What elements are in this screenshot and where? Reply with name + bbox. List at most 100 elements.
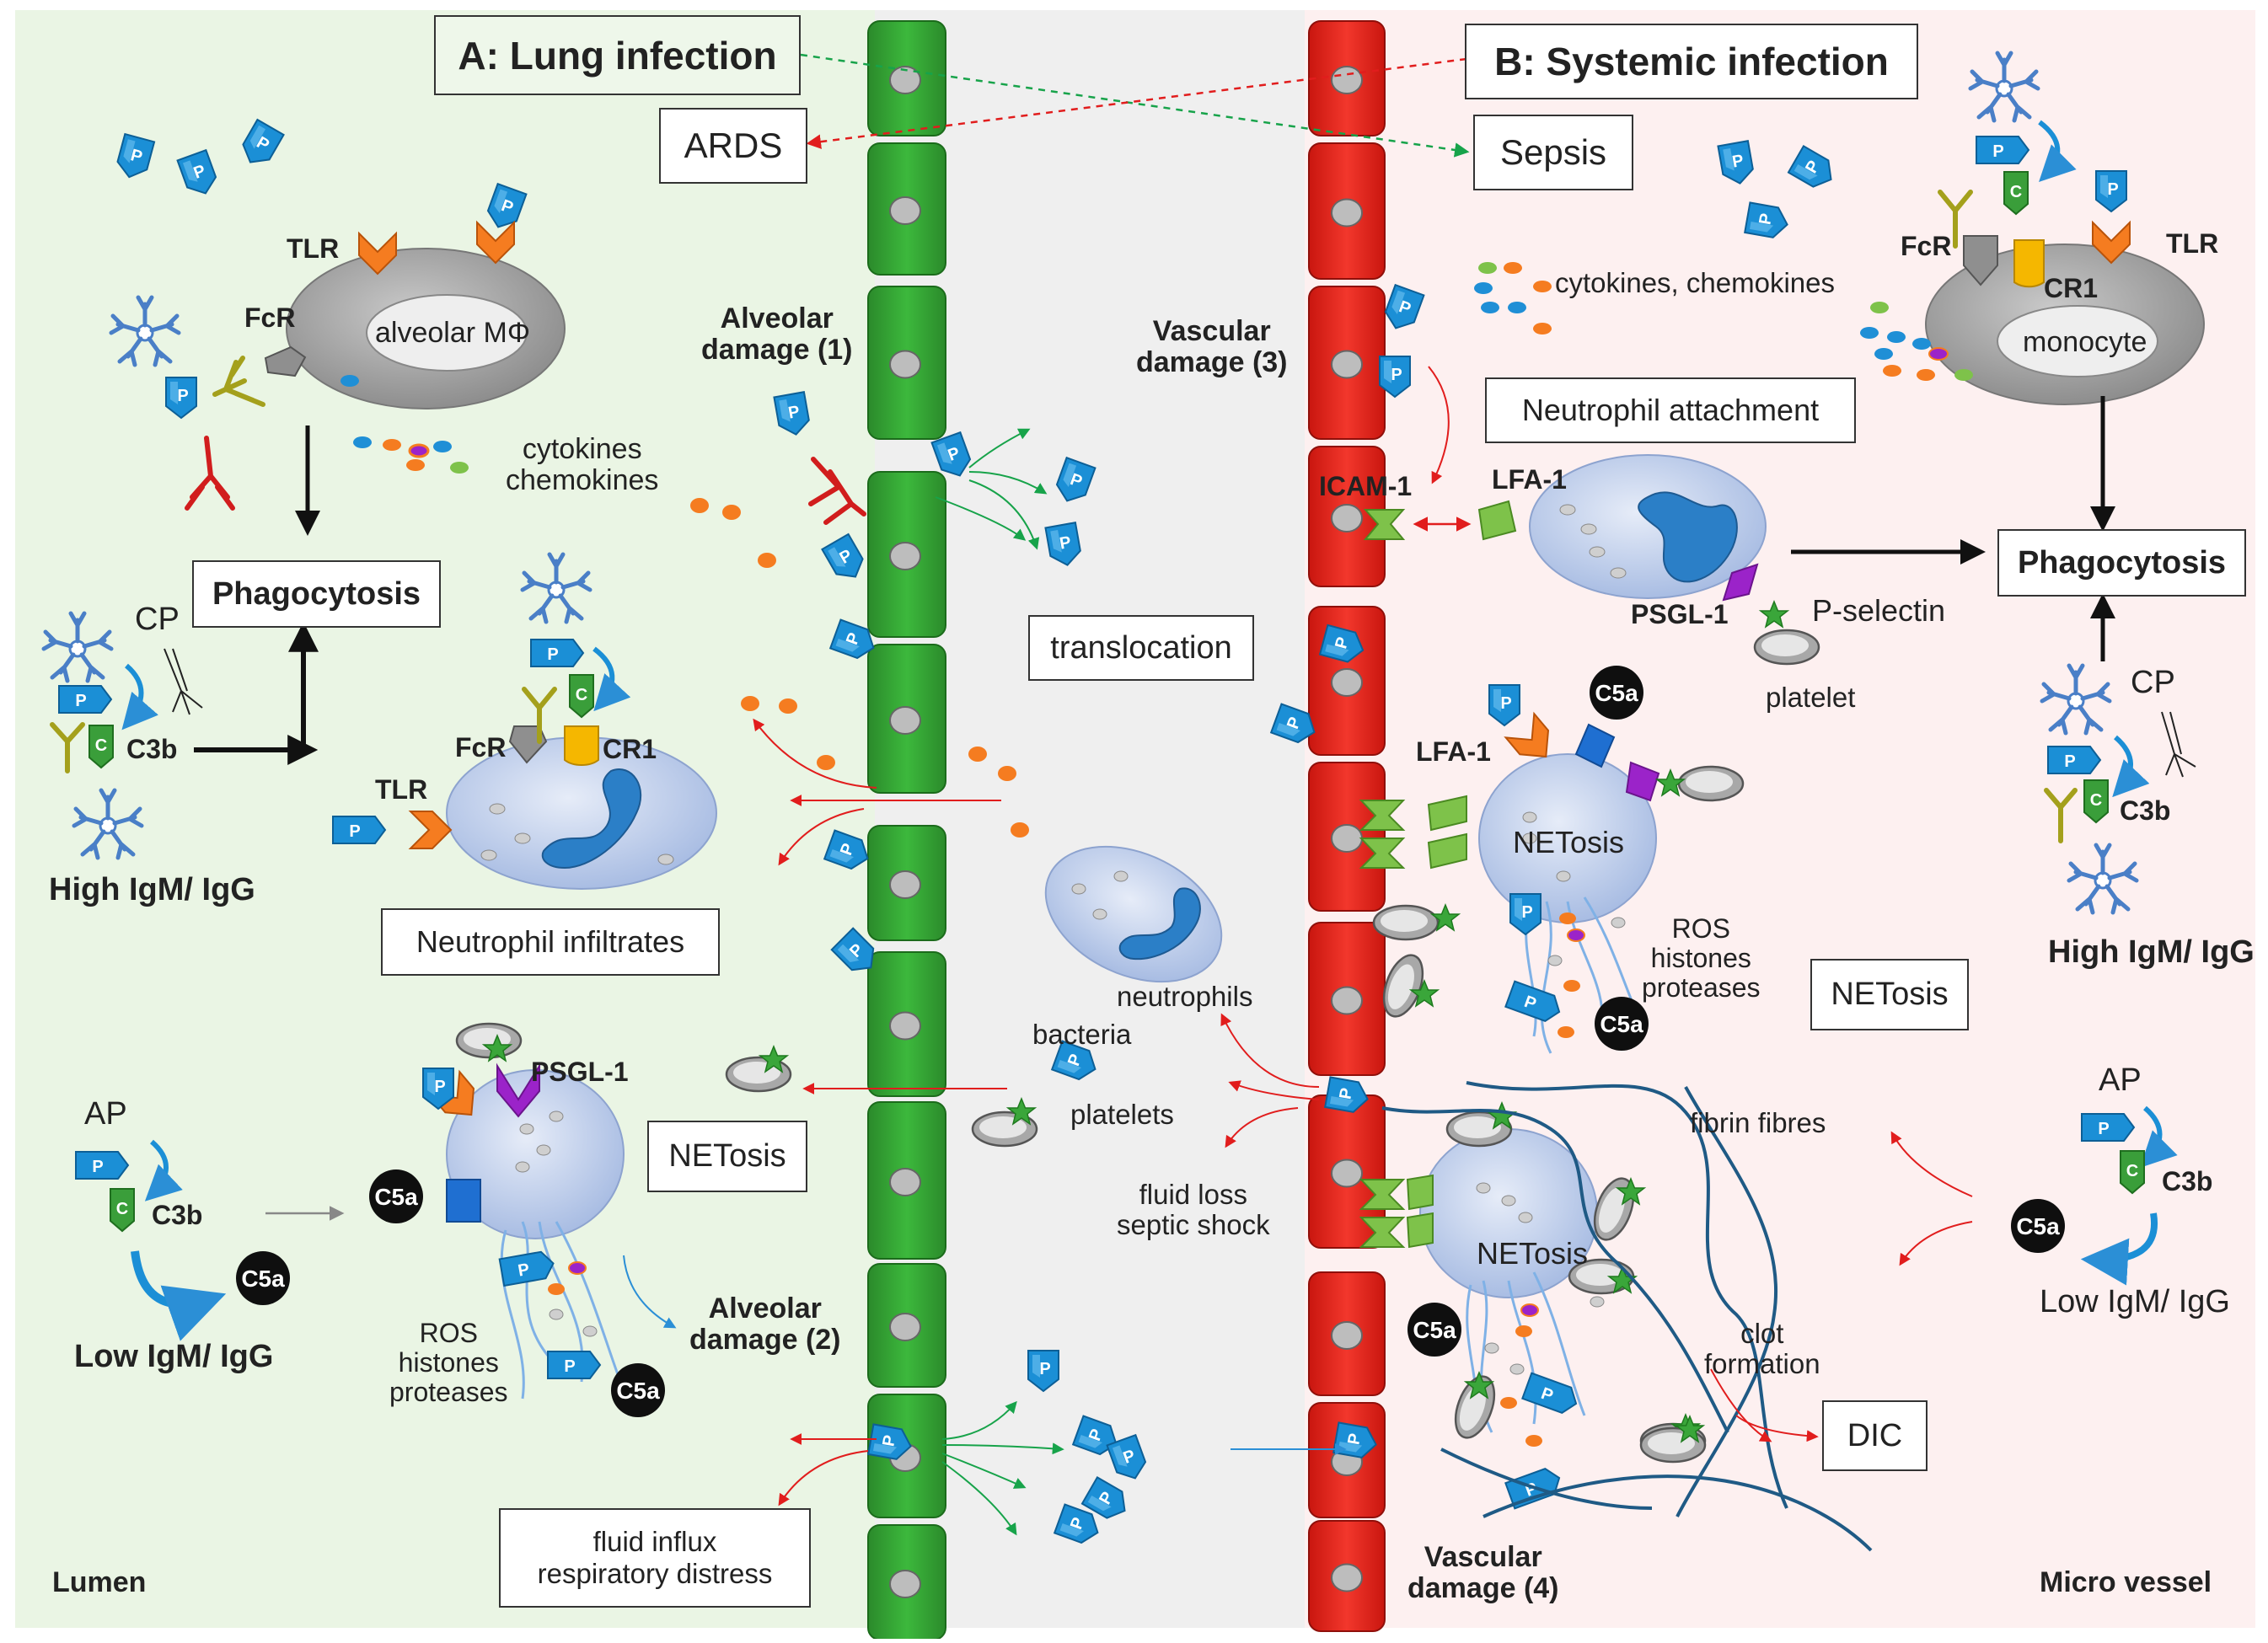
c5a bbox=[1407, 1303, 1461, 1357]
c5a bbox=[236, 1251, 290, 1305]
label-lumen: Lumen bbox=[52, 1566, 147, 1598]
bacterium bbox=[2081, 1113, 2135, 1142]
label-c3b-right-2: C3b bbox=[2162, 1166, 2213, 1196]
label-fcr-2: FcR bbox=[455, 732, 507, 763]
bacterium bbox=[75, 1151, 129, 1180]
arrow bbox=[941, 1400, 1017, 1440]
bacterium bbox=[2047, 746, 2101, 774]
endothelial-cell bbox=[1308, 606, 1386, 756]
c3b-tag bbox=[569, 674, 594, 718]
label-lfa1-2: LFA-1 bbox=[1416, 736, 1491, 767]
neutrophil-attachment-box: Neutrophil attachment bbox=[1485, 377, 1856, 443]
label-alveolar-damage-1: Alveolar damage (1) bbox=[701, 302, 853, 367]
label-alveolar-macrophage: alveolar MΦ bbox=[375, 317, 530, 349]
panel-title-systemic: B: Systemic infection bbox=[1465, 24, 1918, 99]
cr1-receptor bbox=[2013, 239, 2045, 288]
cr1-receptor bbox=[564, 725, 599, 766]
c3b-tag bbox=[2120, 1150, 2145, 1194]
igg-antibody bbox=[1938, 190, 1973, 249]
igg-antibody bbox=[522, 687, 557, 744]
label-cytokines-lung: cytokines chemokines bbox=[506, 433, 659, 497]
label-high-igm-left: High IgM/ IgG bbox=[49, 872, 255, 907]
label-tlr-2: TLR bbox=[375, 774, 428, 805]
epithelial-cell bbox=[867, 142, 946, 276]
c3b-tag bbox=[2003, 171, 2029, 215]
label-c3b-left: C3b bbox=[126, 734, 178, 764]
arrow bbox=[592, 646, 631, 712]
arrow bbox=[1710, 1368, 1772, 1442]
endothelial-cell bbox=[1308, 20, 1386, 136]
arrow bbox=[753, 718, 877, 789]
c5a bbox=[1595, 997, 1649, 1051]
label-fcr: FcR bbox=[244, 302, 296, 333]
arrow bbox=[778, 1450, 869, 1507]
igg-antibody bbox=[185, 436, 235, 511]
arrow bbox=[144, 1139, 183, 1201]
connector-line bbox=[800, 53, 1470, 158]
neutrophil bbox=[1044, 845, 1223, 983]
epithelial-cell bbox=[867, 20, 946, 136]
icam1-receptor bbox=[1359, 838, 1406, 869]
label-c3b-right: C3b bbox=[2120, 795, 2171, 826]
epithelial-cell bbox=[867, 951, 946, 1097]
platelet bbox=[725, 1056, 792, 1093]
label-micro-vessel: Micro vessel bbox=[2040, 1566, 2212, 1598]
label-c3b-left-2: C3b bbox=[152, 1200, 203, 1230]
neutrophil bbox=[1529, 454, 1767, 599]
arrow bbox=[2038, 120, 2077, 182]
cytokines bbox=[1474, 262, 1973, 381]
arrow bbox=[1228, 1080, 1320, 1100]
phagocytosis-box-systemic: Phagocytosis bbox=[1997, 529, 2246, 597]
arrow bbox=[623, 1255, 677, 1329]
psgl1-receptor bbox=[1722, 563, 1759, 602]
c5a bbox=[611, 1363, 665, 1417]
endothelial-cell bbox=[1308, 286, 1386, 440]
ards-box: ARDS bbox=[659, 108, 807, 184]
epithelial-cell bbox=[867, 471, 946, 638]
cytokines bbox=[340, 375, 1029, 838]
psgl1-receptor bbox=[1625, 761, 1660, 802]
epithelial-cell bbox=[867, 1524, 946, 1640]
label-vascular-damage-3: Vascular damage (3) bbox=[1136, 315, 1288, 379]
label-netosis-cell-1: NETosis bbox=[1513, 825, 1625, 859]
igg-antibody bbox=[212, 356, 265, 407]
label-tlr-sys: TLR bbox=[2166, 228, 2219, 259]
label-cr1-sys: CR1 bbox=[2044, 273, 2099, 303]
alveolar-epithelium bbox=[867, 20, 946, 1640]
label-ap-right: AP bbox=[2099, 1062, 2142, 1098]
lfa1-receptor bbox=[1477, 500, 1517, 541]
c5a bbox=[369, 1169, 423, 1223]
translocation-box: translocation bbox=[1028, 615, 1254, 681]
platelet bbox=[455, 1022, 523, 1059]
label-high-igm-right: High IgM/ IgG bbox=[2048, 934, 2255, 970]
cp-complex bbox=[2161, 711, 2196, 778]
label-vascular-damage-4: Vascular damage (4) bbox=[1407, 1541, 1559, 1605]
platelet bbox=[1753, 629, 1820, 666]
platelet bbox=[1372, 904, 1440, 941]
label-lfa1: LFA-1 bbox=[1492, 464, 1567, 495]
igg-antibody bbox=[50, 722, 85, 773]
c5a-receptor bbox=[1574, 723, 1616, 768]
epithelial-cell bbox=[867, 644, 946, 794]
arrow bbox=[121, 663, 158, 731]
bacterium bbox=[332, 816, 386, 844]
lfa1-receptor bbox=[1427, 795, 1467, 832]
label-low-igm-right: Low IgM/ IgG bbox=[2040, 1284, 2230, 1319]
neutrophil-netosis bbox=[1478, 753, 1657, 1054]
neutrophil-infiltrates-box: Neutrophil infiltrates bbox=[381, 908, 720, 976]
netosis-box-systemic: NETosis bbox=[1810, 959, 1969, 1030]
dic-box: DIC bbox=[1822, 1400, 1928, 1471]
epithelial-cell bbox=[867, 286, 946, 440]
arrow bbox=[968, 428, 1031, 468]
lfa1-receptor bbox=[1406, 1174, 1434, 1211]
arrow bbox=[941, 1453, 1027, 1489]
label-fibrin-fibres: fibrin fibres bbox=[1690, 1107, 1826, 1138]
label-monocyte: monocyte bbox=[2023, 326, 2147, 358]
endothelial-cell bbox=[1308, 1271, 1386, 1396]
arrow bbox=[935, 496, 1027, 541]
arrow bbox=[778, 808, 865, 866]
monocyte bbox=[1925, 244, 2205, 405]
label-ap-left: AP bbox=[84, 1096, 127, 1132]
fibrin-fibres bbox=[1381, 1081, 1873, 1552]
c5a bbox=[1590, 666, 1643, 720]
